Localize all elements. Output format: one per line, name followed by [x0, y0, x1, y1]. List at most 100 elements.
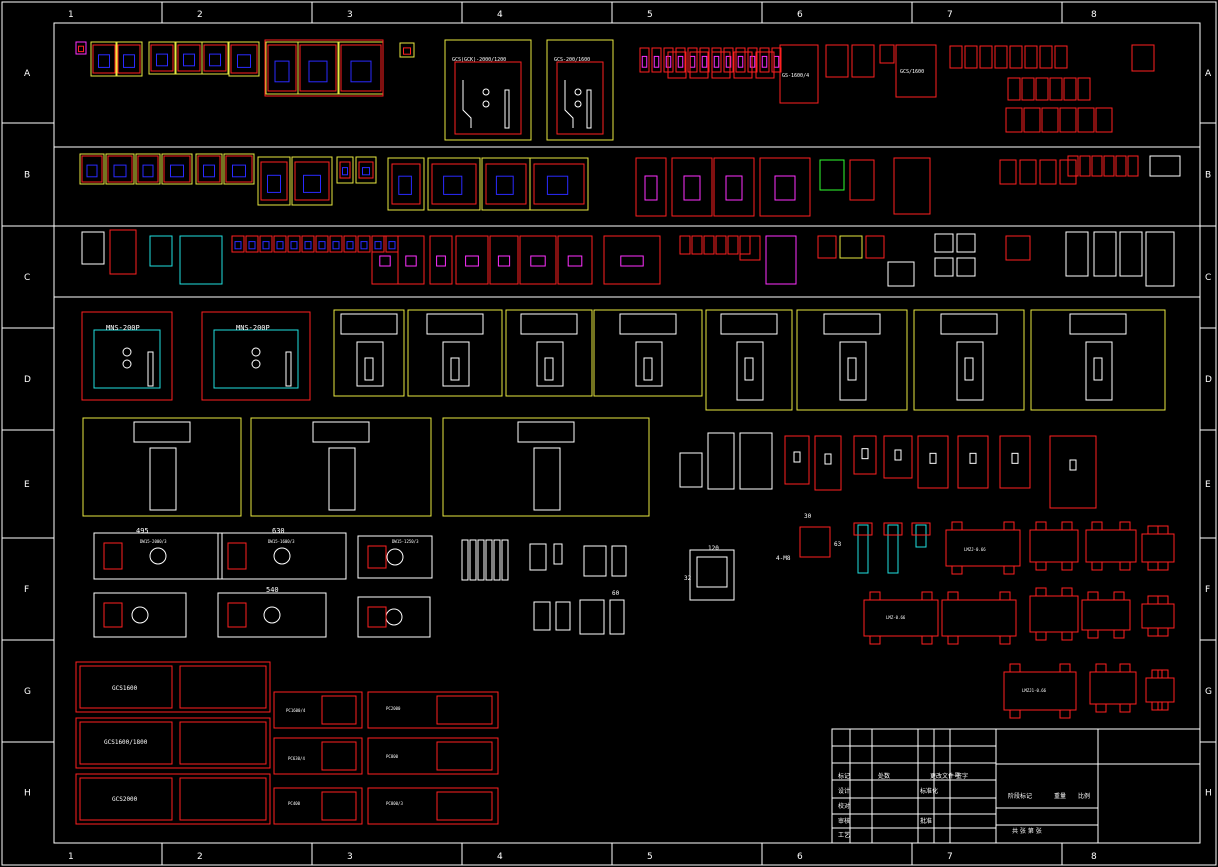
meter-c	[887, 261, 915, 287]
title-block-cell-text: 标记	[838, 772, 850, 780]
gcs-panel-frame	[444, 39, 532, 141]
rack-panel	[75, 773, 271, 825]
busbar-cyan	[857, 524, 869, 574]
rack-slot-left	[79, 777, 173, 821]
module-c-magenta	[765, 235, 797, 285]
gauge-c	[956, 233, 976, 253]
drawout-frame	[333, 309, 405, 397]
ct-terminal	[951, 565, 963, 575]
label-a-panel-left: GCS(GCK)-2000/1200	[452, 57, 506, 63]
breaker-handle	[276, 241, 284, 250]
module-c-small	[315, 235, 329, 253]
row-label: G	[1205, 687, 1212, 697]
rack-panel-small-window	[436, 741, 493, 771]
breaker-handle	[237, 54, 251, 68]
module-e-handle	[793, 451, 801, 463]
label-mns-right: MNS-200P	[236, 324, 270, 332]
rack-panel-small	[367, 691, 499, 729]
module-e-handle	[894, 449, 902, 461]
ct-terminal	[1151, 701, 1163, 711]
drawout-display	[823, 313, 881, 335]
module-a-small	[699, 47, 710, 73]
module-a-box	[825, 44, 849, 78]
module-a-small	[687, 47, 698, 73]
enclosure-f	[689, 549, 735, 601]
breaker-handle	[308, 60, 328, 83]
module-b-row	[999, 159, 1017, 185]
module-c-box	[739, 235, 761, 261]
busbar-cap	[853, 522, 873, 536]
breaker-b-red-handle	[644, 175, 658, 201]
enclosure-f-window	[696, 556, 728, 588]
module-c-small	[259, 235, 273, 253]
module-a-row	[964, 45, 978, 69]
dwx-label-2: DW15-1600/3	[268, 539, 295, 544]
frame-breaker-a	[297, 41, 339, 95]
drawout-display	[1069, 313, 1127, 335]
ct-terminal	[1119, 521, 1131, 531]
breaker-a	[150, 44, 174, 72]
module-a-row3	[1041, 107, 1059, 133]
mns-knob	[122, 359, 132, 369]
module-c-mid	[455, 235, 489, 285]
gcs-panel-body	[454, 61, 522, 135]
module-c-mid	[557, 235, 593, 285]
rack-small-1: PC1600/4	[286, 708, 306, 713]
module-c-small	[329, 235, 343, 253]
indicator-box-green	[819, 159, 845, 191]
module-b-small	[1103, 155, 1115, 177]
ct-terminal	[1119, 663, 1131, 673]
row-label: D	[1205, 375, 1212, 385]
title-block-cell-text: 标准化	[920, 787, 938, 795]
drawout-body-e	[328, 447, 356, 511]
column-label: 1	[68, 10, 74, 20]
drawout-frame-e	[250, 417, 432, 517]
gs-box	[779, 44, 819, 104]
ct-terminal	[1035, 631, 1047, 641]
column-label: 6	[797, 10, 803, 20]
gcs-knob	[482, 88, 490, 96]
mns-knob	[122, 347, 132, 357]
breaker-handle	[262, 241, 270, 250]
drawout-body	[1085, 341, 1113, 401]
module-c-mid-handle	[379, 255, 391, 267]
meter-box	[893, 157, 931, 215]
frame-breaker-a	[148, 41, 176, 75]
drawout-body-e	[149, 447, 177, 511]
module-c-white	[1065, 231, 1089, 277]
breaker-handle	[232, 164, 246, 178]
ct-terminal	[1151, 669, 1163, 679]
dw-breaker-plate	[357, 596, 431, 638]
breaker-handle	[677, 55, 684, 68]
breaker-b-red-handle	[683, 175, 701, 201]
small-device-f	[609, 599, 625, 635]
drawout-body	[356, 341, 384, 387]
row-label: H	[1205, 789, 1212, 799]
module-a-small	[771, 47, 782, 73]
module-e-white	[707, 432, 735, 490]
module-b-white	[1149, 155, 1181, 177]
drawout-frame	[796, 309, 908, 411]
breaker-handle	[98, 54, 110, 68]
module-e-red	[999, 435, 1031, 489]
breaker-b	[225, 155, 253, 183]
ct-body	[1029, 529, 1079, 563]
rack-panel-small	[367, 787, 499, 825]
column-label: 2	[197, 10, 203, 20]
row-label: F	[24, 585, 29, 595]
frame-breaker-b	[161, 153, 193, 185]
gcs-panel-body	[556, 61, 604, 135]
breaker-b	[197, 155, 221, 183]
mns-slot	[285, 351, 292, 387]
ct-terminal	[1113, 629, 1125, 639]
drawout-display	[340, 313, 398, 335]
ct-terminal	[1059, 663, 1071, 673]
module-c-mid-handle	[405, 255, 417, 267]
gcs-panel-handle-path	[462, 80, 472, 128]
gcs-1600-box	[895, 44, 937, 98]
breaker-tiny	[399, 42, 415, 58]
rack3-label: GCS2000	[112, 796, 138, 803]
breaker-b-red	[671, 157, 713, 217]
frame-breaker-a	[228, 41, 260, 77]
